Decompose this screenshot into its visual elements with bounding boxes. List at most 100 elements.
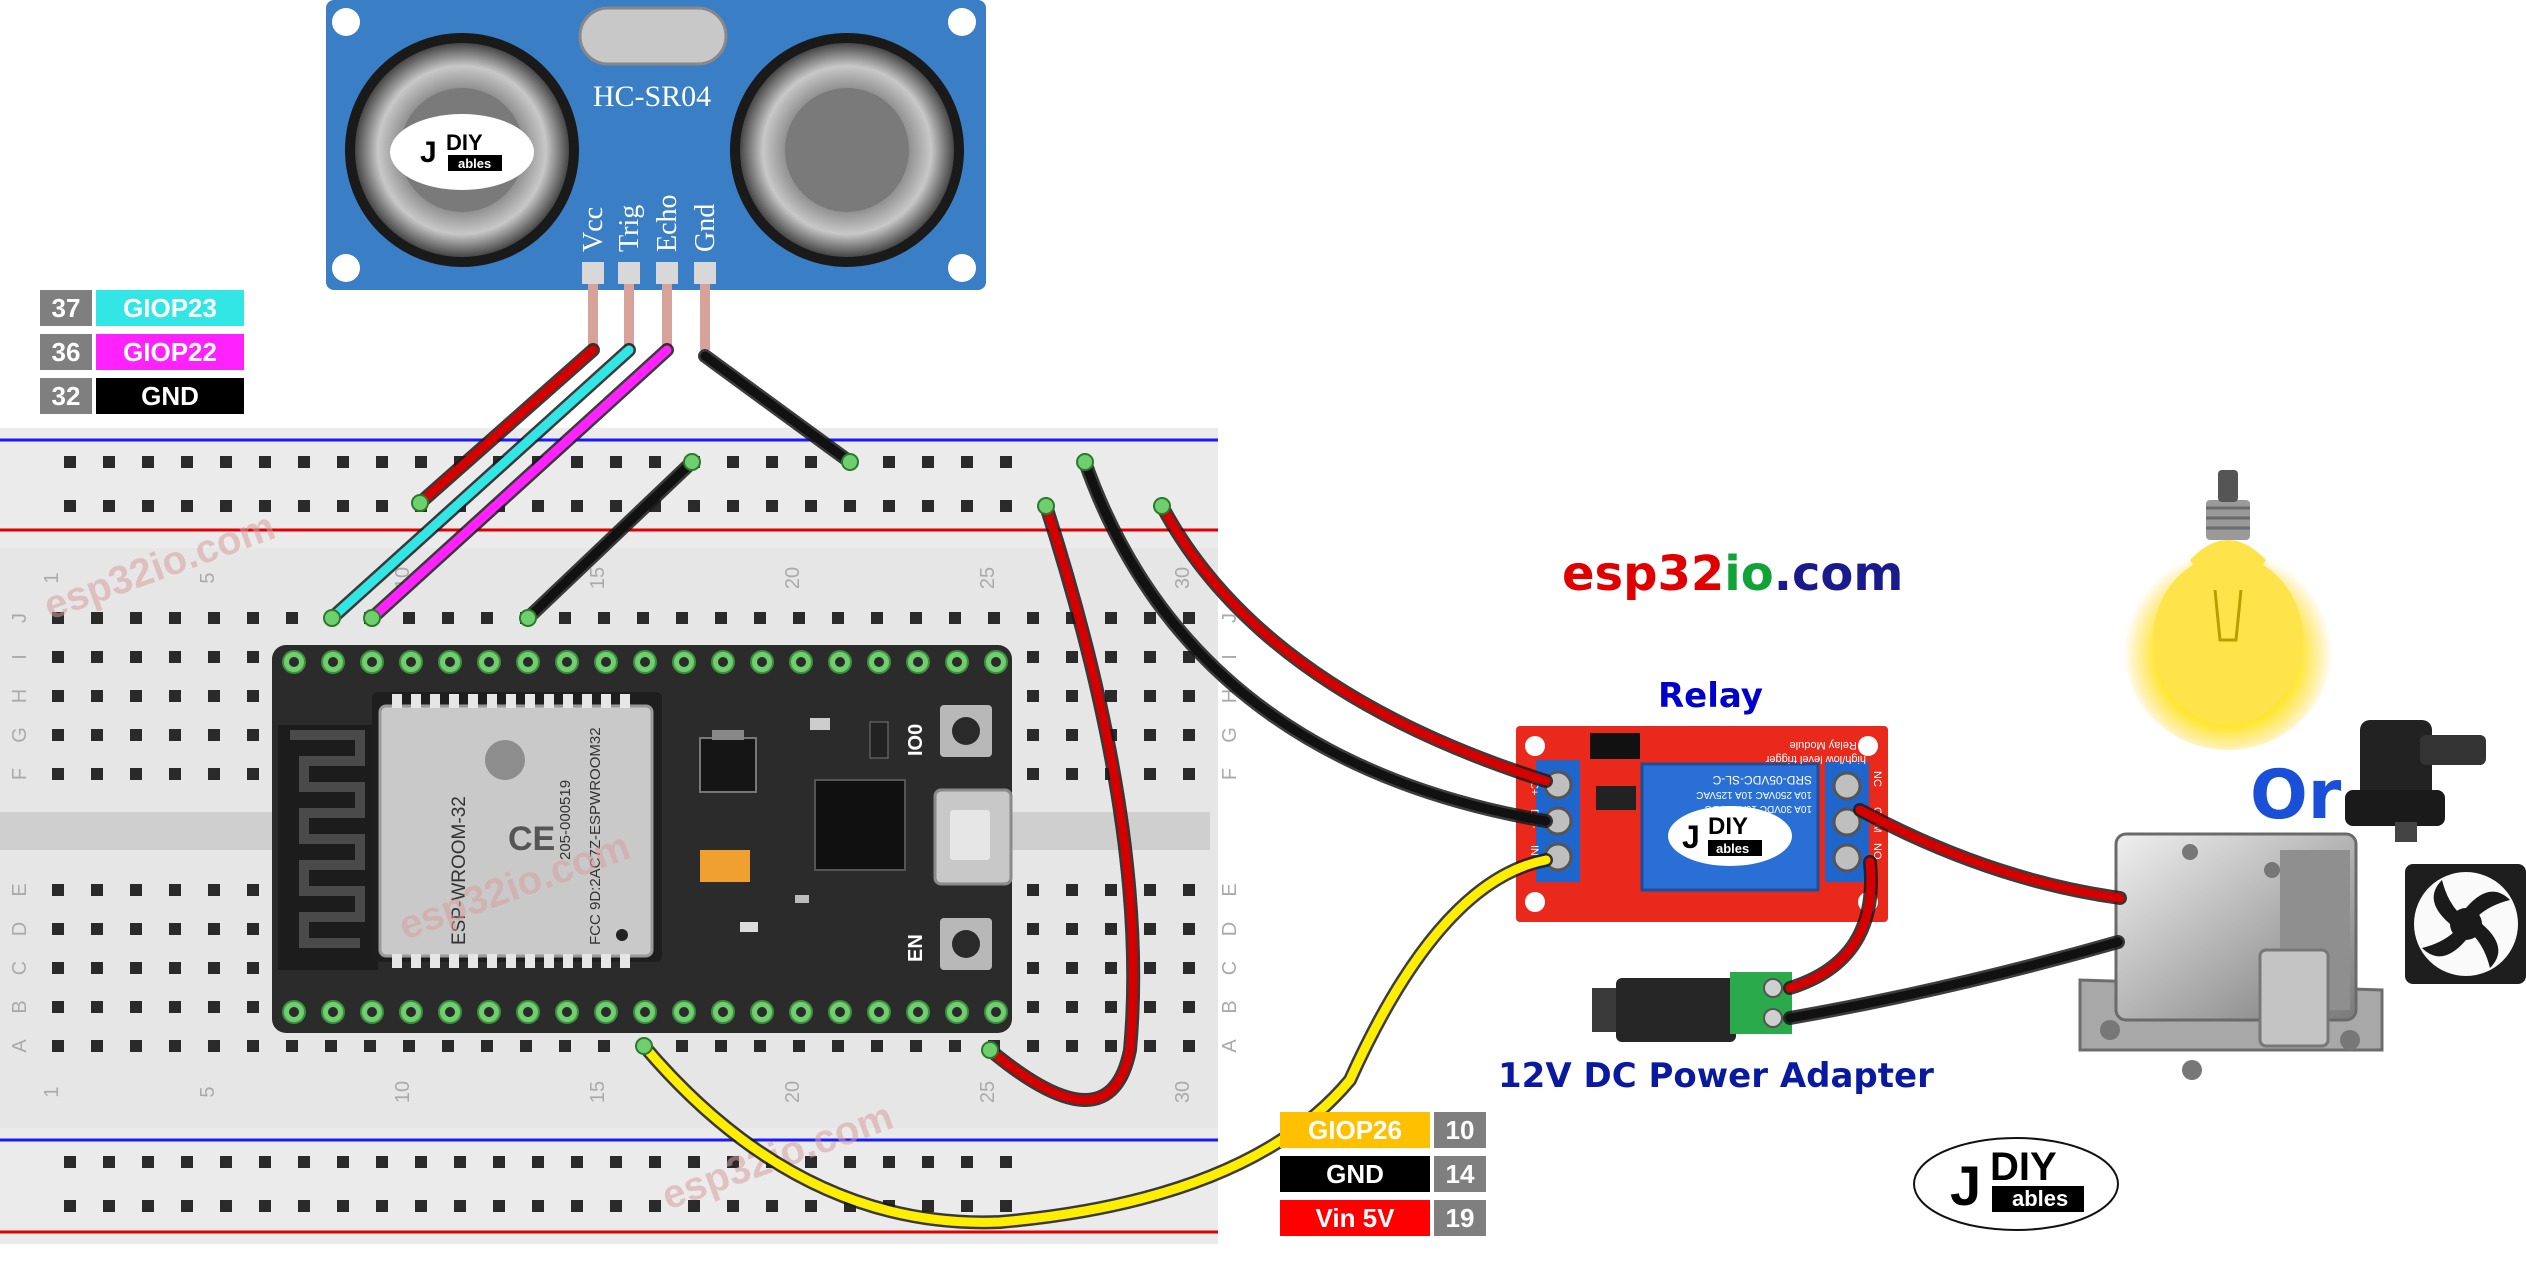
relay-rating: 10A 30VDC 10A 28VDC xyxy=(1705,803,1812,814)
adapter-screw[interactable] xyxy=(1763,978,1783,998)
micro-usb-opening xyxy=(950,810,990,860)
relay-right-pin-label: NC xyxy=(1871,771,1883,787)
bb-hole xyxy=(130,690,142,702)
rail-hole xyxy=(610,1200,622,1212)
bb-hole xyxy=(169,612,181,624)
rail-hole xyxy=(64,500,76,512)
sensor-pin-leg xyxy=(624,284,634,350)
relay-trigger-text-group: high/low level trigger xyxy=(1765,753,1866,765)
rail-hole xyxy=(415,1156,427,1168)
lock-screw xyxy=(2182,844,2198,860)
row-letter: F xyxy=(1219,768,1241,780)
regulator xyxy=(699,737,757,793)
pin-name: Vin 5V xyxy=(1280,1200,1430,1236)
row-letter: A xyxy=(1219,1039,1241,1053)
relay-trigger-text: high/low level trigger xyxy=(1765,753,1866,765)
esp32-board: ESP-WROOM-32 FCC 9D:2AC7Z-ESPWROOM32 205… xyxy=(272,645,1013,1033)
screw[interactable] xyxy=(1832,807,1862,837)
boot-button[interactable] xyxy=(952,717,980,745)
usb-uart-chip xyxy=(814,779,906,871)
trig-wire xyxy=(327,345,634,623)
bb-hole xyxy=(1183,884,1195,896)
rail-hole xyxy=(142,1156,154,1168)
bb-hole xyxy=(793,612,805,624)
castellation xyxy=(525,694,535,708)
en-button[interactable] xyxy=(952,930,980,958)
esp32-pin-hole xyxy=(913,657,923,667)
screw[interactable] xyxy=(1832,843,1862,873)
relay-vcc-wire xyxy=(1157,501,1551,786)
rail-hole xyxy=(922,456,934,468)
wire-endpoint xyxy=(363,609,381,627)
rail-hole xyxy=(337,456,349,468)
bb-hole xyxy=(169,651,181,663)
rail-hole xyxy=(766,500,778,512)
bb-hole xyxy=(1105,962,1117,974)
bb-hole xyxy=(676,612,688,624)
castellation xyxy=(620,954,630,968)
relay-hole xyxy=(1858,736,1878,756)
rail-hole xyxy=(961,1200,973,1212)
esp32-pin-hole xyxy=(562,1007,572,1017)
antenna-trace xyxy=(290,730,365,948)
bb-hole xyxy=(1066,962,1078,974)
rail-hole xyxy=(64,1200,76,1212)
row-letter: E xyxy=(9,883,31,896)
bb-hole xyxy=(1027,651,1039,663)
bulb-neck xyxy=(2190,540,2266,590)
rail-hole xyxy=(376,1200,388,1212)
rail-hole xyxy=(376,500,388,512)
adapter-neg-wire xyxy=(1785,937,2123,1023)
module-name: ESP-WROOM-32 xyxy=(449,796,470,945)
bb-hole xyxy=(1144,1040,1156,1052)
relay-left-pin-label: IN xyxy=(1528,845,1540,856)
esp32-header-pins xyxy=(282,650,1008,1024)
esp32-pin-hole xyxy=(406,657,416,667)
rail-hole xyxy=(571,500,583,512)
mount-hole xyxy=(948,254,976,282)
screw[interactable] xyxy=(1832,771,1862,801)
bb-hole xyxy=(91,1040,103,1052)
bb-hole xyxy=(169,962,181,974)
bb-hole xyxy=(1144,962,1156,974)
rail-hole xyxy=(610,1156,622,1168)
castellation xyxy=(601,694,611,708)
esp32-pin-hole xyxy=(406,1007,416,1017)
relay-logo-mark: J xyxy=(1682,819,1700,855)
relay-rating-group-2: 10A 30VDC 10A 28VDC xyxy=(1705,803,1812,814)
bb-hole xyxy=(208,884,220,896)
pin-name: GND xyxy=(1280,1156,1430,1192)
rail-hole xyxy=(454,1156,466,1168)
castellation xyxy=(582,954,592,968)
bb-hole xyxy=(1144,651,1156,663)
bb-hole xyxy=(52,690,64,702)
regulator-tab xyxy=(712,730,744,740)
lock-latch[interactable] xyxy=(2258,948,2330,1048)
column-number: 10 xyxy=(392,1081,414,1103)
bb-hole xyxy=(169,690,181,702)
pin-number: 36 xyxy=(40,334,92,370)
column-number: 25 xyxy=(977,1081,999,1103)
bb-hole xyxy=(130,612,142,624)
lock-hole xyxy=(2100,1020,2120,1040)
bb-hole xyxy=(1027,690,1039,702)
rail-hole xyxy=(688,500,700,512)
rail-hole xyxy=(649,1156,661,1168)
wire-endpoint xyxy=(841,453,859,471)
bb-hole xyxy=(247,962,259,974)
bb-hole xyxy=(52,729,64,741)
adapter-screw[interactable] xyxy=(1763,1008,1783,1028)
row-letter: H xyxy=(9,689,31,703)
relay-title: Relay xyxy=(1658,676,1763,716)
bb-hole xyxy=(208,729,220,741)
adapter-body xyxy=(1616,978,1736,1042)
esp32-pin-hole xyxy=(601,1007,611,1017)
bb-hole xyxy=(130,768,142,780)
bb-hole xyxy=(637,612,649,624)
rail-hole xyxy=(571,1200,583,1212)
bb-hole xyxy=(52,1001,64,1013)
